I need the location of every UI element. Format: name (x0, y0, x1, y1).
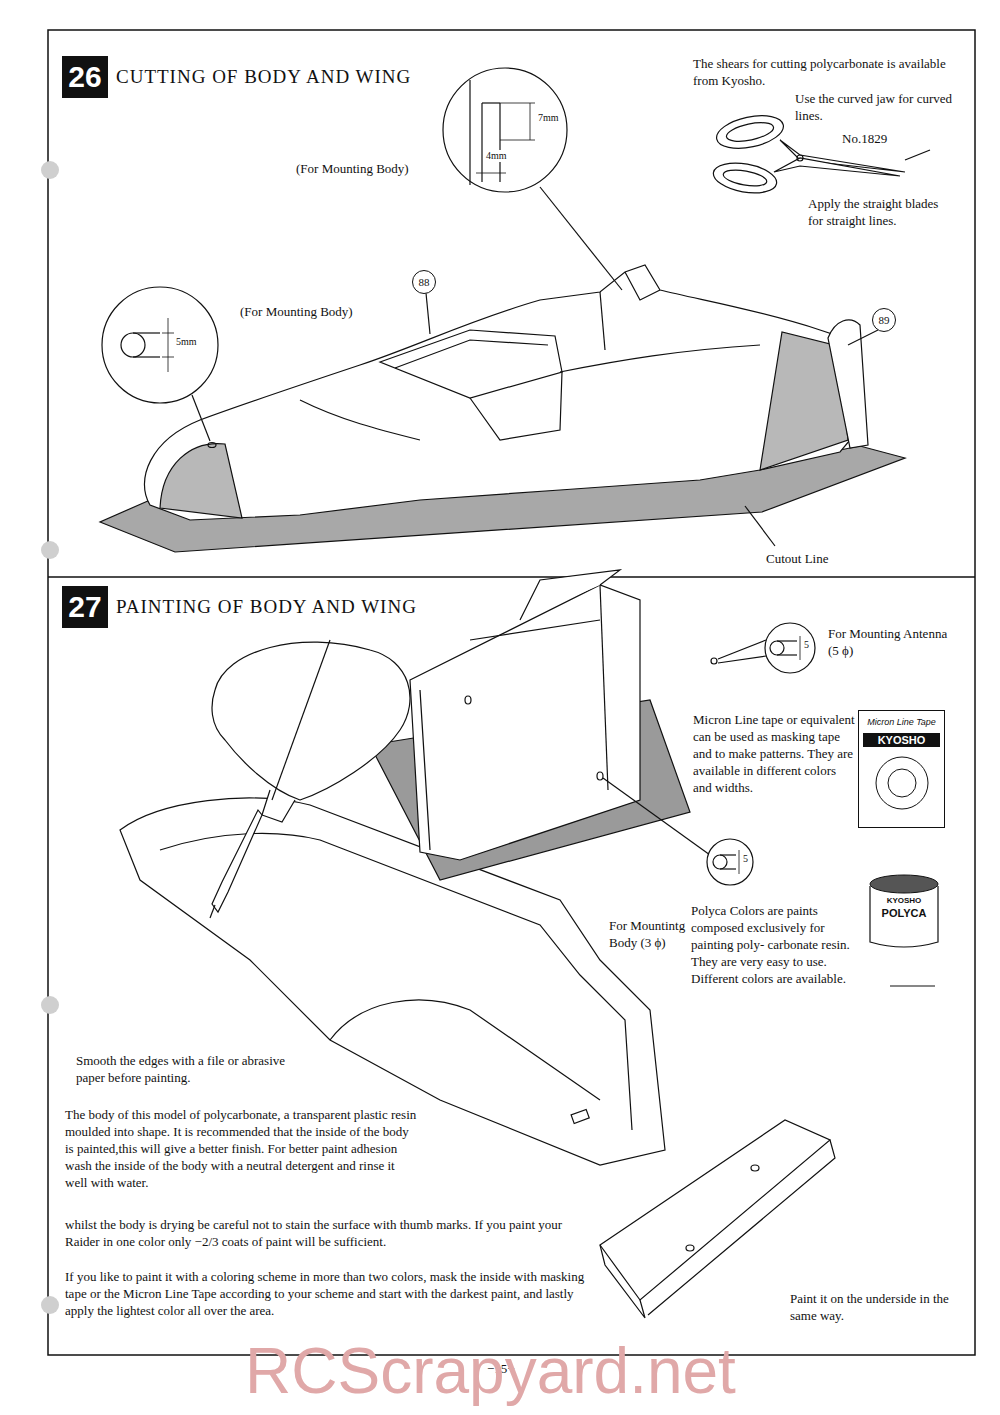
dimension: 5 (743, 853, 748, 865)
dimension: 5mm (176, 336, 197, 348)
section-number: 26 (62, 56, 108, 98)
tape-roll (872, 753, 932, 813)
note-text: Smooth the edges with a file or abrasive… (76, 1052, 304, 1086)
section-number: 27 (62, 586, 108, 628)
section-heading: 27 PAINTING OF BODY AND WING (62, 586, 417, 628)
caption-text: (For Mounting Body) (296, 160, 409, 177)
note-text: Micron Line tape or equivalent can be us… (693, 711, 855, 796)
dimension: 5 (804, 639, 809, 651)
brand-name: KYOSHO (863, 733, 940, 747)
note-text: whilst the body is drying be careful not… (65, 1216, 585, 1250)
part-number: No.1829 (842, 130, 887, 147)
dimension: 7mm (538, 112, 559, 124)
watermark: RCScrapyard.net (245, 1333, 736, 1410)
note-text: If you like to paint it with a coloring … (65, 1268, 585, 1319)
callout-circle: 88 (412, 270, 436, 294)
section-heading: 26 CUTTING OF BODY AND WING (62, 56, 411, 98)
caption-text: (For Mounting Body) (240, 303, 353, 320)
note-text: Use the curved jaw for curved lines. (795, 90, 965, 124)
caption-text: For Mountintg Body (3 ϕ) (609, 917, 689, 951)
paint-jar: KYOSHOPOLYCA (868, 872, 940, 950)
product-name: POLYCA (874, 906, 934, 920)
note-text: Apply the straight blades for straight l… (808, 195, 943, 229)
brand-name: KYOSHO (874, 896, 934, 906)
note-text: Paint it on the underside in the same wa… (790, 1290, 950, 1324)
note-text: Polyca Colors are paints composed exclus… (691, 902, 863, 987)
caption-text: Cutout Line (766, 550, 828, 567)
product-box: Micron Line TapeKYOSHO (858, 710, 945, 828)
dimension: 4mm (486, 150, 507, 162)
section-title: CUTTING OF BODY AND WING (116, 66, 411, 88)
callout-number: 89 (879, 314, 890, 326)
section-title: PAINTING OF BODY AND WING (116, 596, 417, 618)
product-name: Micron Line Tape (863, 715, 940, 729)
caption-text: For Mounting Antenna (5 ϕ) (828, 625, 953, 659)
callout-number: 88 (419, 276, 430, 288)
note-text: The shears for cutting polycarbonate is … (693, 55, 958, 89)
callout-circle: 89 (872, 308, 896, 332)
note-text: The body of this model of polycarbonate,… (65, 1106, 420, 1191)
